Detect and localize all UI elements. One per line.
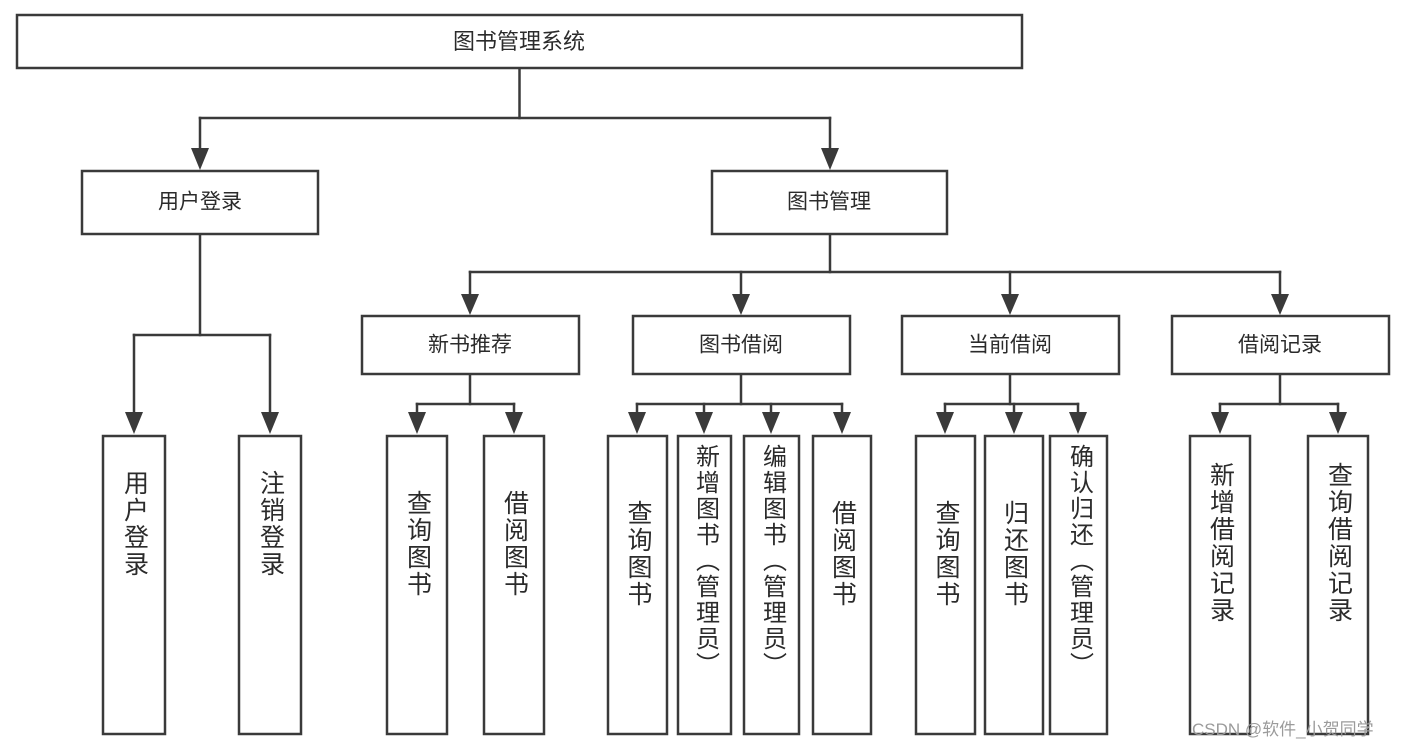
arrowhead-newbook-l1 (408, 412, 426, 434)
leaf-box-query-book-3[interactable] (914, 434, 977, 736)
leaf-box-borrow-book-1[interactable] (482, 434, 546, 736)
node-root-label: 图书管理系统 (453, 29, 585, 54)
node-user-login-label: 用户登录 (158, 191, 242, 214)
node-user-login[interactable]: 用户登录 (80, 169, 320, 236)
leaf-box-user-login[interactable] (101, 434, 167, 736)
node-root[interactable]: 图书管理系统 (15, 13, 1024, 70)
arrowhead-record-l1 (1211, 412, 1229, 434)
arrowhead-current-l2 (1005, 412, 1023, 434)
node-book-management-label: 图书管理 (787, 191, 871, 214)
node-new-book-recommend-box[interactable] (360, 314, 581, 376)
node-root-box[interactable] (15, 13, 1024, 70)
node-current-borrow-label: 当前借阅 (968, 334, 1052, 357)
csdn-watermark: CSDN @软件_小贺同学 (1192, 720, 1374, 739)
arrowhead-newbook-l2 (505, 412, 523, 434)
leaf-box-borrow-book-2[interactable] (811, 434, 873, 736)
node-new-book-recommend[interactable]: 新书推荐 (360, 314, 581, 376)
node-user-login-box[interactable] (80, 169, 320, 236)
arrowhead-current-l3 (1069, 412, 1087, 434)
leaf-box-layer (101, 434, 1370, 736)
leaf-box-add-book-admin[interactable] (676, 434, 733, 736)
leaf-box-add-record[interactable] (1188, 434, 1252, 736)
leaf-box-edit-book-admin[interactable] (742, 434, 801, 736)
node-book-management[interactable]: 图书管理 (710, 169, 949, 236)
arrowhead-borrow-l4 (833, 412, 851, 434)
arrowhead-borrow-l1 (628, 412, 646, 434)
arrowhead-borrow-l3 (762, 412, 780, 434)
node-borrow-record-label: 借阅记录 (1238, 334, 1322, 357)
node-book-borrow-box[interactable] (631, 314, 852, 376)
arrowhead-newbook (461, 294, 479, 315)
node-book-borrow[interactable]: 图书借阅 (631, 314, 852, 376)
node-borrow-record[interactable]: 借阅记录 (1170, 314, 1391, 376)
arrowhead-record (1271, 294, 1289, 315)
leaf-box-logout[interactable] (237, 434, 303, 736)
arrowhead-user-login (191, 148, 209, 170)
node-current-borrow-box[interactable] (900, 314, 1121, 376)
arrowhead-leaf-logout (261, 412, 279, 434)
arrowhead-borrow-l2 (695, 412, 713, 434)
connector-layer (125, 66, 1347, 434)
arrowhead-current-l1 (936, 412, 954, 434)
leaf-box-return-book[interactable] (983, 434, 1045, 736)
leaf-box-query-book-2[interactable] (606, 434, 669, 736)
node-current-borrow[interactable]: 当前借阅 (900, 314, 1121, 376)
node-borrow-record-box[interactable] (1170, 314, 1391, 376)
node-new-book-recommend-label: 新书推荐 (428, 334, 512, 357)
node-book-management-box[interactable] (710, 169, 949, 236)
arrowhead-record-l2 (1329, 412, 1347, 434)
leaf-box-query-book-1[interactable] (385, 434, 449, 736)
arrowhead-current (1001, 294, 1019, 315)
arrowhead-borrow (732, 294, 750, 315)
node-book-borrow-label: 图书借阅 (699, 334, 783, 357)
leaf-box-confirm-return[interactable] (1048, 434, 1109, 736)
arrowhead-leaf-user-login (125, 412, 143, 434)
leaf-box-query-record[interactable] (1306, 434, 1370, 736)
arrowhead-book-mgmt (821, 148, 839, 170)
